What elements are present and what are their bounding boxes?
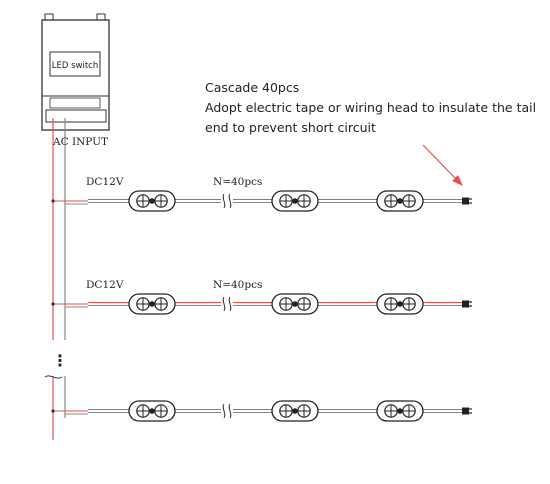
voltage-label: DC12V [86, 279, 124, 291]
power-supply-box: LED switch [41, 13, 110, 131]
ellipsis-icon: ⋮ [52, 351, 68, 370]
led-module-icon [376, 293, 424, 315]
bus-wires [44, 118, 66, 440]
cascade-note: Cascade 40pcs Adopt electric tape or wir… [205, 78, 537, 138]
count-label: N=40pcs [213, 279, 262, 291]
connector-plug-icon [461, 406, 473, 416]
led-row: DC12V N=40pcs [51, 279, 473, 315]
power-supply-label: LED switch [52, 61, 99, 71]
led-switch-label-box [49, 51, 101, 77]
led-module-icon [271, 293, 319, 315]
connector-plug-icon [461, 196, 473, 206]
led-module-icon [271, 400, 319, 422]
led-module-icon [128, 400, 176, 422]
count-label: N=40pcs [213, 176, 262, 188]
note-line-2: end to prevent short circuit [205, 120, 376, 135]
led-row [51, 400, 473, 422]
ac-input-caption: AC INPUT [52, 136, 108, 148]
terminal-block [45, 109, 107, 123]
led-module-icon [128, 293, 176, 315]
connector-plug-icon [461, 299, 473, 309]
led-row: DC12V N=40pcs [51, 176, 473, 212]
led-module-icon [271, 190, 319, 212]
voltage-label: DC12V [86, 176, 124, 188]
terminal-legend [49, 97, 101, 109]
note-title: Cascade 40pcs [205, 80, 300, 95]
arrow-icon [422, 144, 463, 186]
led-module-icon [128, 190, 176, 212]
led-module-icon [376, 190, 424, 212]
led-module-icon [376, 400, 424, 422]
note-line-1: Adopt electric tape or wiring head to in… [205, 100, 537, 115]
